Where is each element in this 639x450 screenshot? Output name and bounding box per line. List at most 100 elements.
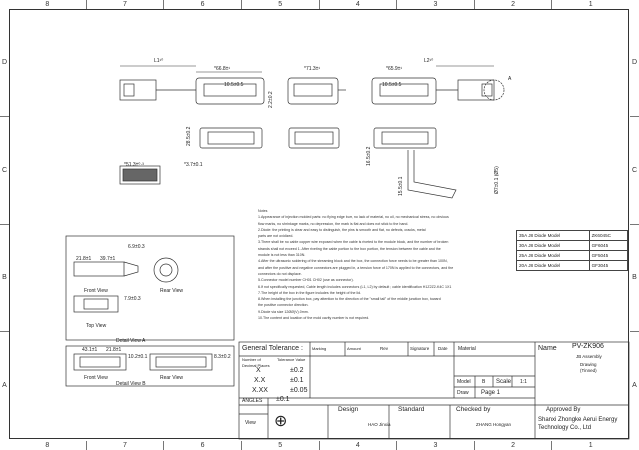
dim-b-21: 21.8±1 xyxy=(106,347,122,353)
column-label: 5 xyxy=(240,0,319,9)
approved-by-label: Approved By xyxy=(546,407,581,413)
model-label: Model xyxy=(457,379,471,385)
standard-signer: HAO Jinxia xyxy=(368,422,391,427)
decimal-places-label: Number of Decimal Places xyxy=(242,357,270,368)
dim-d7: Ø7±0.1 (Ø5) xyxy=(494,166,500,194)
notes-line: 8.When installing the junction box, pay … xyxy=(258,297,441,302)
standard-label: Standard xyxy=(398,406,425,413)
detail-view-a-drawing xyxy=(65,235,235,341)
tol-xx: ±0.1 xyxy=(290,377,304,384)
dim-2: 2.2±0.2 xyxy=(268,91,274,108)
column-label: 3 xyxy=(396,0,474,9)
column-label: 7 xyxy=(85,441,164,450)
center-junction-box-drawing xyxy=(287,77,346,149)
dim-a-21: 21.8±1 xyxy=(76,256,92,262)
notes-line: and after the positive and negative conn… xyxy=(258,265,454,270)
column-label: 7 xyxy=(85,0,164,9)
row-label: C xyxy=(630,115,639,224)
notes-line: flow marks, no shrinkage marks, no depre… xyxy=(258,221,409,226)
column-label: 1 xyxy=(551,0,629,9)
tolerance-value-label: Tolerance Value xyxy=(277,357,306,362)
model-value: B xyxy=(482,379,486,385)
dim-b-10: 10.2±0.1 xyxy=(128,354,148,360)
name-label: Name xyxy=(538,345,557,352)
detail-view-b-caption: Detail View B xyxy=(116,381,146,387)
notes-line: parts are not oxidized. xyxy=(258,234,294,239)
left-junction-box-drawing xyxy=(119,65,265,185)
digits-xxx: X.XX xyxy=(252,387,268,394)
detail-view-b-drawing xyxy=(65,345,235,387)
dim-10a: 10.5±0.5 xyxy=(224,82,244,88)
name-sub-2: Drawing xyxy=(580,362,597,367)
technical-notes: Notes 1.Appearance of injection molded p… xyxy=(258,208,508,321)
notes-line: 2.Diode: the printing is clear and easy … xyxy=(258,227,426,232)
scale-value: 1:1 xyxy=(520,379,527,385)
signature-label: Signature xyxy=(410,346,430,351)
dim-51: *51.3±⁰·³ xyxy=(124,162,144,168)
digits-x: X xyxy=(256,367,261,374)
general-tolerance-label: General Tolerance : xyxy=(242,345,303,352)
row-label: B xyxy=(0,223,9,332)
column-label: 4 xyxy=(318,441,397,450)
right-junction-box-drawing xyxy=(371,65,505,199)
diode-model: GF6045 xyxy=(588,240,629,251)
dim-65: *65.9±¹ xyxy=(386,66,403,72)
column-label: 5 xyxy=(240,441,319,450)
projection-symbol-icon: ⊕ xyxy=(274,413,288,430)
diode-model: GF3045 xyxy=(588,260,629,271)
marking-label: Marking xyxy=(312,346,327,351)
front-view-a-label: Front View xyxy=(84,288,108,294)
row-label: B xyxy=(630,223,639,332)
dim-155: 15.5±0.1 xyxy=(398,176,404,196)
notes-line: 9.Diode via size 12ØØ(V).0mm. xyxy=(258,309,309,314)
name-sub-3: (Tinned) xyxy=(580,368,597,373)
diode-rating: 35A J8 Diode Model xyxy=(516,230,590,241)
dim-l1: L1¹⁰ xyxy=(154,58,164,64)
notes-line: 4.After the ultrasonic soldering of the … xyxy=(258,259,448,264)
company-name-line-1: Shanxi Zhongke Aerui Energy xyxy=(538,417,618,423)
notes-line: 10.The content and location of the mold … xyxy=(258,316,370,321)
diode-rating: 20A J8 Diode Model xyxy=(516,260,590,271)
row-label: D xyxy=(1,58,8,66)
notes-line: connectors do not displace. xyxy=(258,271,302,276)
dim-b-43: 43.1±1 xyxy=(82,347,98,353)
material-label: Material xyxy=(458,346,476,352)
company-name-line-2: Technology Co., Ltd xyxy=(538,425,592,431)
notes-line: the positive connector direction. xyxy=(258,303,309,308)
dim-a-39: 39.7±1 xyxy=(100,256,116,262)
notes-line: 6.If not specifically requested, Cable l… xyxy=(258,284,452,289)
dim-165: 16.5±0.2 xyxy=(366,146,372,166)
column-label: 8 xyxy=(45,442,50,449)
dim-3: *3.7±0.1 xyxy=(184,162,203,168)
notes-line: 5.Connector model number CH01 CH02 (use … xyxy=(258,278,354,283)
diode-model: GF5045 xyxy=(588,250,629,261)
date-label: Date xyxy=(438,346,448,351)
dim-l2: L2¹⁰ xyxy=(424,58,434,64)
angles-label: ANGLES xyxy=(242,398,263,404)
checked-signer: ZHANG Hongyan xyxy=(476,422,512,427)
draw-label: Draw xyxy=(457,390,469,396)
dim-28: 28.5±0.2 xyxy=(186,126,192,146)
digits-xx: X.X xyxy=(254,377,266,384)
title-block-lines xyxy=(238,341,630,440)
top-view-a-label: Top View xyxy=(86,323,107,329)
row-label: D xyxy=(631,58,638,66)
detail-tag-a: A xyxy=(508,76,512,82)
amount-label: Amount xyxy=(347,346,361,351)
column-label: 2 xyxy=(473,441,552,450)
drawing-frame xyxy=(9,9,629,439)
dim-a-6: 6.9±0.3 xyxy=(128,244,145,250)
notes-line: Notes xyxy=(258,209,268,213)
left-row-ruler: D C B A xyxy=(0,9,9,439)
notes-line: 7.The height of the box in the figure in… xyxy=(258,290,362,295)
tol-x: ±0.2 xyxy=(290,367,304,374)
column-label: 1 xyxy=(551,441,629,450)
page-label: Page 1 xyxy=(481,390,501,396)
column-label: 4 xyxy=(318,0,397,9)
tol-xxx: ±0.05 xyxy=(290,387,308,394)
notes-line: 1.Appearance of injection molded parts: … xyxy=(258,215,449,220)
